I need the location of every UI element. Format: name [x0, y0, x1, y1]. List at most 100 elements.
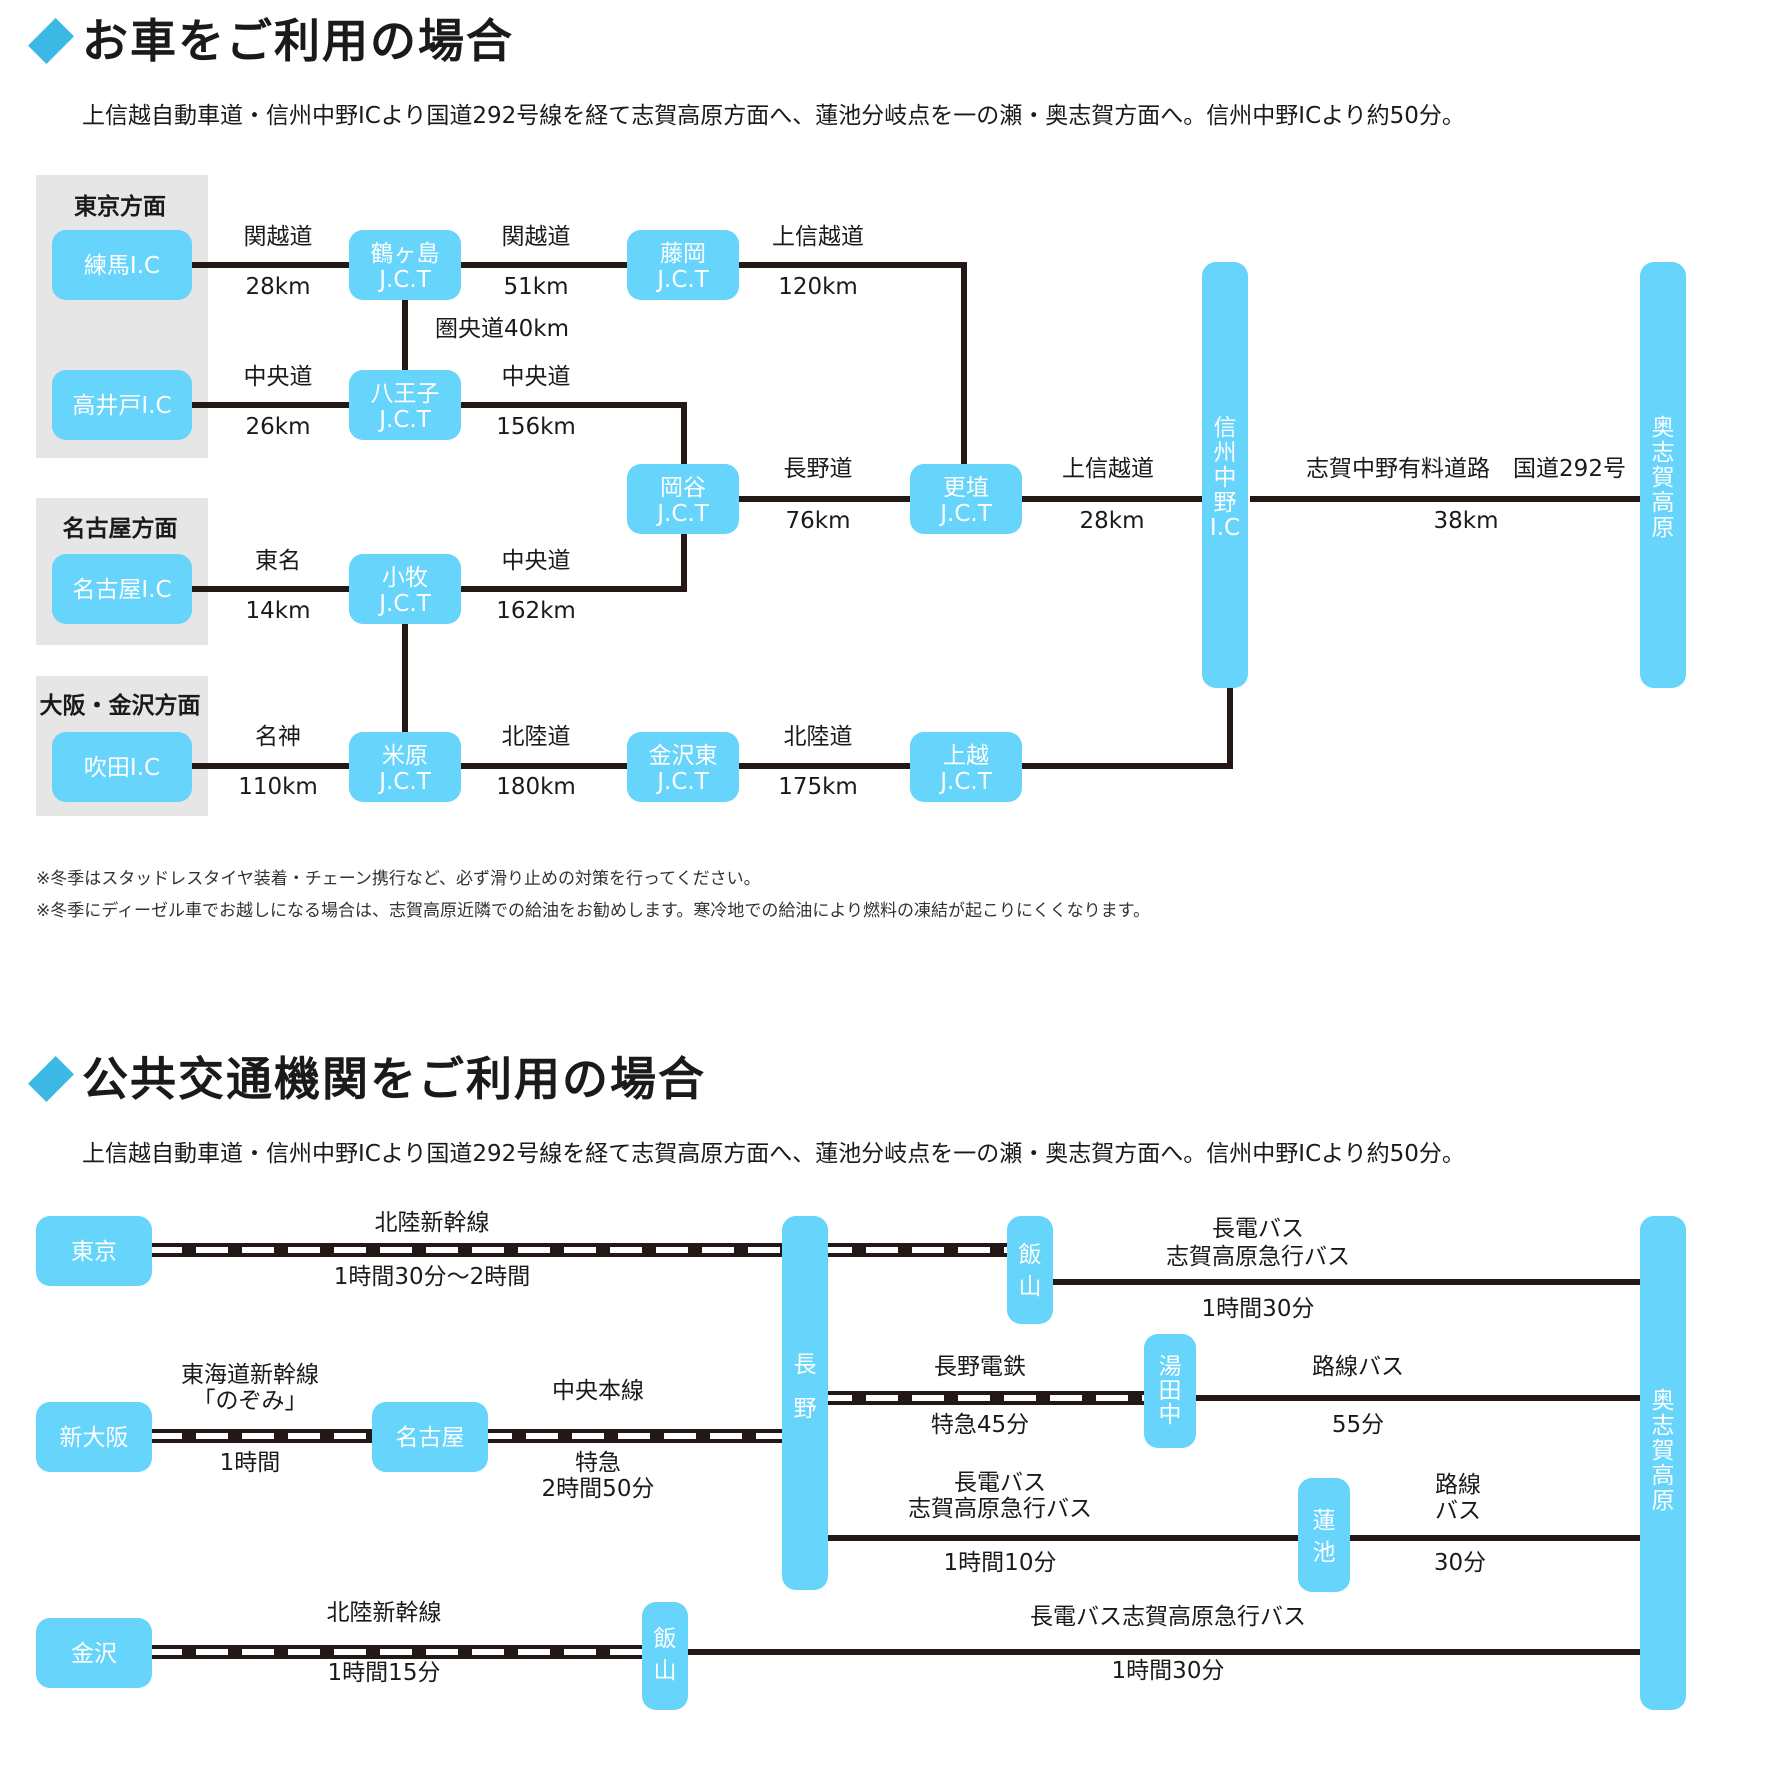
- node-label-okushiga-t5: 原: [1652, 1488, 1675, 1514]
- label-hokuriku-time-1: 1時間30分～2時間: [334, 1264, 531, 1290]
- node-label-yudanaka-2: 田: [1159, 1378, 1182, 1404]
- label-chuo-time: 2時間50分: [542, 1476, 655, 1502]
- node-label-suita: 吹田I.C: [84, 755, 160, 781]
- node-shinshunakano: [1202, 262, 1248, 688]
- edge-dist-label: 156km: [496, 414, 576, 440]
- node-label-shinshunakano-1: 信: [1214, 415, 1237, 441]
- node-label-joetsu-jct: J.C.T: [938, 769, 992, 795]
- node-kanazawa: [36, 1618, 152, 1688]
- label-choden-1-time: 1時間30分: [1202, 1296, 1315, 1322]
- node-maibara: [349, 732, 461, 802]
- node-hasuike: [1298, 1478, 1350, 1592]
- car-description: 上信越自動車道・信州中野ICより国道292号線を経て志賀高原方面へ、蓮池分岐点を…: [82, 103, 1465, 129]
- node-label-nagoya-ic: 名古屋I.C: [72, 577, 171, 603]
- node-label-hachioji-jct: J.C.T: [377, 407, 431, 433]
- transit-route-diagram: 東京 新大阪 名古屋 金沢 長 野 飯 山 湯 田 中 蓮 池 飯 山 奥 志 …: [36, 1210, 1686, 1710]
- region-label-nagoya: 名古屋方面: [63, 515, 178, 542]
- node-okaya: [627, 464, 739, 534]
- edge-dist-label: 14km: [246, 598, 311, 624]
- node-nagoya-ic: [52, 554, 192, 624]
- edge-dist-label: 162km: [496, 598, 576, 624]
- label-nozomi: 「のぞみ」: [193, 1388, 308, 1414]
- node-label-shinshunakano-3: 中: [1214, 465, 1237, 491]
- winter-note-2: ※冬季にディーゼル車でお越しになる場合は、志賀高原近隣での給油をお勧めします。寒…: [36, 901, 1150, 921]
- edge-road-label: 中央道: [244, 364, 313, 390]
- node-label-komaki: 小牧: [382, 565, 428, 591]
- label-rosen-2b: バス: [1435, 1498, 1481, 1524]
- node-tokyo: [36, 1216, 152, 1286]
- node-kanazawahigashi: [627, 732, 739, 802]
- node-label-yudanaka-1: 湯: [1159, 1354, 1182, 1380]
- node-label-nagano-2: 野: [794, 1396, 817, 1422]
- node-label-okushiga-5: 原: [1652, 515, 1675, 541]
- node-label-maibara-jct: J.C.T: [377, 769, 431, 795]
- edge-road-label: 上信越道: [1062, 456, 1154, 482]
- edge-dist-label: 26km: [246, 414, 311, 440]
- label-rosen-1: 路線バス: [1312, 1354, 1404, 1380]
- node-shinosaka: [36, 1402, 152, 1472]
- node-label-kanazawahigashi-jct: J.C.T: [655, 769, 709, 795]
- node-label-shinshunakano-2: 州: [1214, 440, 1237, 466]
- label-hokuriku-time-2: 1時間15分: [328, 1660, 441, 1686]
- car-route-diagram: 東京方面 名古屋方面 大阪・金沢方面 練馬I.C 高井戸I.C 名古屋I.C 吹…: [36, 175, 1686, 816]
- edge-road-label: 名神: [255, 724, 301, 750]
- edge-road-label: 上信越道: [772, 224, 864, 250]
- label-choden-2a: 長電バス: [954, 1470, 1046, 1496]
- node-label-okaya-jct: J.C.T: [655, 501, 709, 527]
- node-yudanaka: [1144, 1334, 1196, 1448]
- label-chuo-express: 特急: [575, 1450, 621, 1476]
- node-label-nagano-1: 長: [794, 1352, 817, 1378]
- node-label-kanazawa: 金沢: [71, 1641, 117, 1667]
- node-label-tsurugashima-jct: J.C.T: [377, 267, 431, 293]
- edge-dist-label: 120km: [778, 274, 858, 300]
- node-label-kanazawahigashi: 金沢東: [649, 743, 718, 769]
- edge-road-label: 圏央道40km: [435, 316, 569, 342]
- node-label-koshoku: 更埴: [943, 475, 989, 501]
- label-choden-2b: 志賀高原急行バス: [908, 1496, 1092, 1522]
- node-label-okushiga-t1: 奥: [1652, 1388, 1675, 1414]
- label-choden-2-time: 1時間10分: [944, 1550, 1057, 1576]
- node-label-shinshunakano-4: 野: [1214, 490, 1237, 516]
- label-rosen-2a: 路線: [1435, 1472, 1481, 1498]
- node-joetsu: [910, 732, 1022, 802]
- node-nagoya: [372, 1402, 488, 1472]
- node-label-fujioka: 藤岡: [660, 241, 706, 267]
- node-takaido: [52, 370, 192, 440]
- rail-lines: [150, 1243, 1150, 1659]
- label-rosen-1-time: 55分: [1332, 1412, 1384, 1438]
- node-fujioka: [627, 230, 739, 300]
- node-label-tsurugashima: 鶴ヶ島: [371, 241, 440, 267]
- label-tokaido: 東海道新幹線: [181, 1362, 319, 1388]
- section-marker-icon: [28, 1056, 74, 1102]
- edge-road-label: 北陸道: [784, 724, 853, 750]
- label-chuo: 中央本線: [552, 1378, 644, 1404]
- node-label-tokyo: 東京: [71, 1239, 117, 1265]
- label-hokuriku-shinkansen-2: 北陸新幹線: [327, 1600, 442, 1626]
- edge-road-label: 中央道: [502, 548, 571, 574]
- node-label-takaido: 高井戸I.C: [72, 393, 171, 419]
- node-label-fujioka-jct: J.C.T: [655, 267, 709, 293]
- edge-road-label: 関越道: [502, 224, 571, 250]
- edge-road-label: 志賀中野有料道路 国道292号: [1306, 456, 1626, 482]
- node-label-hasuike-2: 池: [1313, 1540, 1336, 1566]
- edge-dist-label: 38km: [1434, 508, 1499, 534]
- edge-dist-label: 28km: [246, 274, 311, 300]
- node-label-maibara: 米原: [382, 743, 428, 769]
- node-label-yudanaka-3: 中: [1159, 1402, 1182, 1428]
- label-hokuriku-shinkansen-1: 北陸新幹線: [375, 1210, 490, 1236]
- node-hachioji: [349, 370, 461, 440]
- edge-road-label: 東名: [255, 548, 301, 574]
- edge-dist-label: 51km: [504, 274, 569, 300]
- node-suita: [52, 732, 192, 802]
- node-tsurugashima: [349, 230, 461, 300]
- node-label-iiyama1-1: 飯: [1019, 1242, 1042, 1268]
- node-label-iiyama2-2: 山: [654, 1658, 677, 1684]
- label-rosen-2-time: 30分: [1434, 1550, 1486, 1576]
- edge-joetsu-shinshunakano: [990, 670, 1233, 769]
- node-label-iiyama1-2: 山: [1019, 1274, 1042, 1300]
- edge-dist-label: 175km: [778, 774, 858, 800]
- winter-note-1: ※冬季はスタッドレスタイヤ装着・チェーン携行など、必ず滑り止めの対策を行ってくだ…: [36, 869, 761, 889]
- node-label-okushiga-t4: 高: [1652, 1463, 1675, 1489]
- label-choden-3: 長電バス志賀高原急行バス: [1030, 1604, 1306, 1630]
- section-marker-icon: [28, 18, 74, 64]
